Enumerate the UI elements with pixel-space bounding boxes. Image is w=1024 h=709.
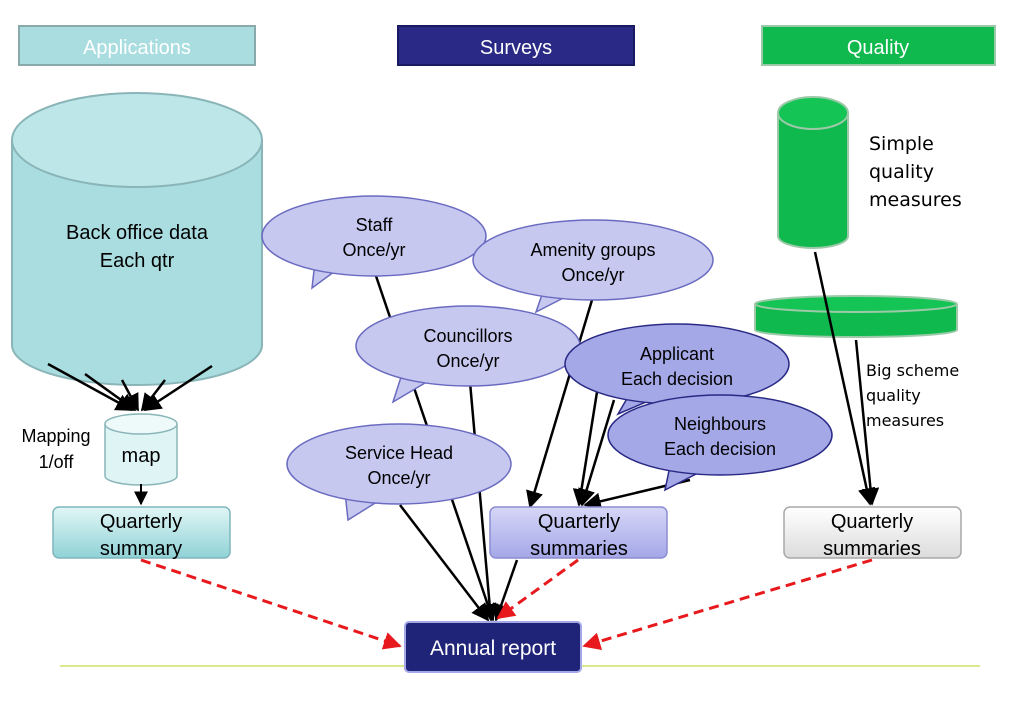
big-scheme-quality-disc bbox=[754, 295, 958, 338]
big-scheme-label-1: Big scheme bbox=[866, 361, 959, 380]
staff-label: Staff bbox=[356, 215, 394, 235]
map-label: map bbox=[122, 445, 161, 467]
applicant-frequency: Each decision bbox=[621, 369, 733, 389]
councillors-frequency: Once/yr bbox=[436, 351, 499, 371]
applications-quarterly-summary-box: Quarterly summary bbox=[52, 506, 231, 560]
quality-summary-line1: Quarterly bbox=[831, 511, 913, 533]
back-office-data-frequency: Each qtr bbox=[100, 250, 175, 272]
map-cylinder: map bbox=[104, 413, 178, 486]
surveys-quarterly-summaries-box: Quarterly summaries bbox=[489, 506, 668, 560]
quality-summary-line2: summaries bbox=[823, 538, 921, 560]
quality-header-label: Quality bbox=[847, 37, 909, 59]
mapping-frequency: 1/off bbox=[39, 452, 75, 472]
quality-flow-arrows bbox=[813, 251, 880, 506]
back-office-data-cylinder: Back office data Each qtr bbox=[11, 92, 263, 386]
simple-quality-label-3: measures bbox=[869, 189, 962, 211]
mapping-label: Mapping bbox=[21, 426, 90, 446]
big-scheme-label-3: measures bbox=[866, 411, 944, 430]
neighbours-bubble: Neighbours Each decision bbox=[607, 394, 833, 492]
big-scheme-label-2: quality bbox=[866, 386, 921, 405]
applications-header-label: Applications bbox=[83, 37, 191, 59]
simple-quality-label-2: quality bbox=[869, 161, 934, 183]
councillors-label: Councillors bbox=[423, 326, 512, 346]
surveys-summary-line1: Quarterly bbox=[538, 511, 620, 533]
summary-to-annual-report-arrows bbox=[140, 558, 873, 650]
neighbours-label: Neighbours bbox=[674, 414, 766, 434]
service-head-bubble: Service Head Once/yr bbox=[286, 423, 512, 522]
simple-quality-label-1: Simple bbox=[869, 133, 934, 155]
staff-frequency: Once/yr bbox=[342, 240, 405, 260]
staff-bubble: Staff Once/yr bbox=[261, 195, 487, 290]
amenity-groups-frequency: Once/yr bbox=[561, 265, 624, 285]
quality-header: Quality bbox=[761, 25, 996, 66]
simple-quality-cylinder bbox=[777, 96, 849, 249]
applications-summary-line2: summary bbox=[100, 538, 182, 560]
annual-report-label: Annual report bbox=[430, 637, 556, 660]
surveys-summary-line2: summaries bbox=[530, 538, 628, 560]
applicant-label: Applicant bbox=[640, 344, 714, 364]
neighbours-frequency: Each decision bbox=[664, 439, 776, 459]
cylinder-to-map-arrows bbox=[47, 362, 213, 412]
applicant-bubble: Applicant Each decision bbox=[564, 323, 790, 416]
survey-flow-arrows bbox=[374, 275, 691, 622]
applications-header: Applications bbox=[18, 25, 256, 66]
amenity-groups-label: Amenity groups bbox=[530, 240, 655, 260]
service-head-frequency: Once/yr bbox=[367, 468, 430, 488]
amenity-groups-bubble: Amenity groups Once/yr bbox=[472, 219, 714, 314]
councillors-bubble: Councillors Once/yr bbox=[355, 305, 581, 404]
quality-quarterly-summaries-box: Quarterly summaries bbox=[783, 506, 962, 560]
service-head-label: Service Head bbox=[345, 443, 453, 463]
surveys-header-label: Surveys bbox=[480, 37, 552, 59]
back-office-data-label: Back office data bbox=[66, 222, 209, 244]
annual-report-box: Annual report bbox=[404, 621, 582, 673]
applications-summary-line1: Quarterly bbox=[100, 511, 182, 533]
surveys-header: Surveys bbox=[397, 25, 635, 66]
